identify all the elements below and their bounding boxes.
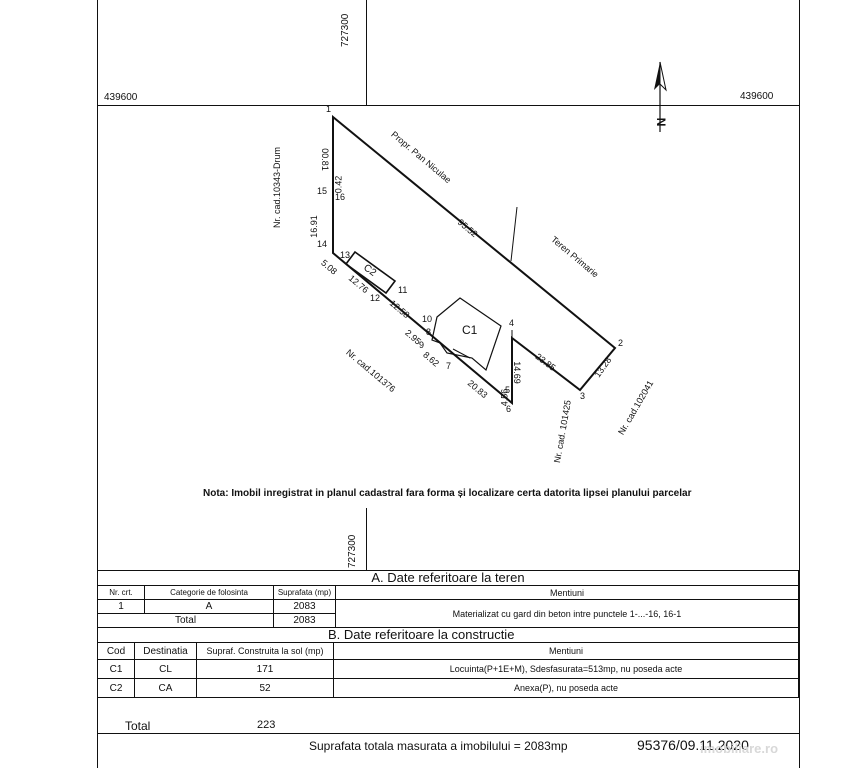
coord-right-y: 439600 — [740, 91, 774, 102]
distance-5-6: 4.56 — [499, 388, 510, 407]
a-row-mentiuni: Materializat cu gard din beton intre pun… — [335, 599, 799, 628]
point-6-label: 6 — [506, 404, 512, 414]
neighbor-left: Nr. cad.10343-Drum — [272, 146, 282, 228]
b-row-supr: 52 — [196, 678, 334, 698]
a-row-nr: 1 — [97, 599, 145, 614]
section-a-table: Nr. crt. Categorie de folosinta Suprafat… — [97, 585, 799, 628]
point-7-label: 7 — [446, 361, 452, 371]
point-1-label: 1 — [326, 104, 332, 114]
neighbor-boundary-line — [510, 206, 518, 262]
parcel-drawing — [332, 114, 617, 406]
north-arrow-icon — [654, 61, 667, 132]
distance-16-1: 00.81 — [319, 148, 330, 171]
b-row-dest: CA — [134, 678, 197, 698]
point-8-label: 8 — [426, 327, 432, 337]
a-total-value: 2083 — [273, 613, 336, 628]
section-a-title: A. Date referitoare la teren — [97, 570, 799, 585]
b-row-cod: C1 — [97, 659, 135, 679]
a-row-supr: 2083 — [273, 599, 336, 614]
distance-15-16: 0.42 — [333, 175, 344, 194]
point-5-label: 5 — [505, 385, 511, 395]
point-9-label: 9 — [419, 340, 425, 350]
plan-note: Nota: Imobil inregistrat in planul cadas… — [203, 488, 692, 499]
point-11-label: 11 — [398, 285, 408, 295]
total-area-row: Suprafata totala masurata a imobilului =… — [97, 733, 799, 769]
col-suprafata: Suprafata (mp) — [273, 585, 336, 600]
section-b-table: Cod Destinatia Supraf. Construita la sol… — [97, 642, 799, 698]
point-13-label: 13 — [340, 250, 351, 260]
col-categorie: Categorie de folosinta — [144, 585, 274, 600]
watermark: imobiliare.ro — [700, 741, 779, 756]
b-row-dest: CL — [134, 659, 197, 679]
grid-line-vertical-top — [366, 0, 367, 105]
col-supraf-construita: Supraf. Construita la sol (mp) — [196, 642, 334, 660]
point-16-label: 16 — [335, 192, 346, 202]
col-b-mentiuni: Mentiuni — [333, 642, 799, 660]
point-10-label: 10 — [422, 314, 433, 324]
point-4-label: 4 — [509, 318, 515, 328]
b-row-mentiuni: Anexa(P), nu poseda acte — [333, 678, 799, 698]
plan-frame — [97, 0, 800, 768]
grid-line-horizontal — [97, 105, 799, 106]
point-2-label: 2 — [618, 338, 624, 348]
data-tables: A. Date referitoare la teren Nr. crt. Ca… — [97, 570, 799, 752]
building-c1-outline — [431, 297, 502, 372]
section-b-title: B. Date referitoare la constructie — [97, 628, 799, 642]
a-total-label: Total — [97, 613, 274, 628]
col-cod: Cod — [97, 642, 135, 660]
b-total-value: 223 — [257, 719, 276, 731]
coord-left-y: 439600 — [104, 92, 138, 103]
distance-4-5: 14.69 — [511, 361, 522, 384]
total-area-text: Suprafata totala masurata a imobilului =… — [309, 739, 568, 753]
point-12-label: 12 — [370, 293, 381, 303]
point-14-label: 14 — [317, 239, 328, 249]
registration-stamp: 95376/09.11.2020 — [637, 737, 749, 753]
col-destinatia: Destinatia — [134, 642, 197, 660]
inner-line — [452, 348, 471, 359]
point-15-label: 15 — [317, 186, 328, 196]
col-nr-crt: Nr. crt. — [97, 585, 145, 600]
point-3-label: 3 — [580, 391, 586, 401]
b-row-cod: C2 — [97, 678, 135, 698]
grid-line-vertical-bottom — [366, 508, 367, 570]
building-c1-label: C1 — [462, 323, 478, 337]
b-total-label: Total — [125, 719, 151, 733]
col-mentiuni: Mentiuni — [335, 585, 799, 600]
distance-14-15: 16.91 — [308, 215, 319, 238]
b-total-row: Total 223 — [97, 717, 799, 733]
building-c2-outline — [344, 250, 397, 295]
b-row-mentiuni: Locuinta(P+1E+M), Sdesfasurata=513mp, nu… — [333, 659, 799, 679]
a-row-cat: A — [144, 599, 274, 614]
b-row-supr: 171 — [196, 659, 334, 679]
